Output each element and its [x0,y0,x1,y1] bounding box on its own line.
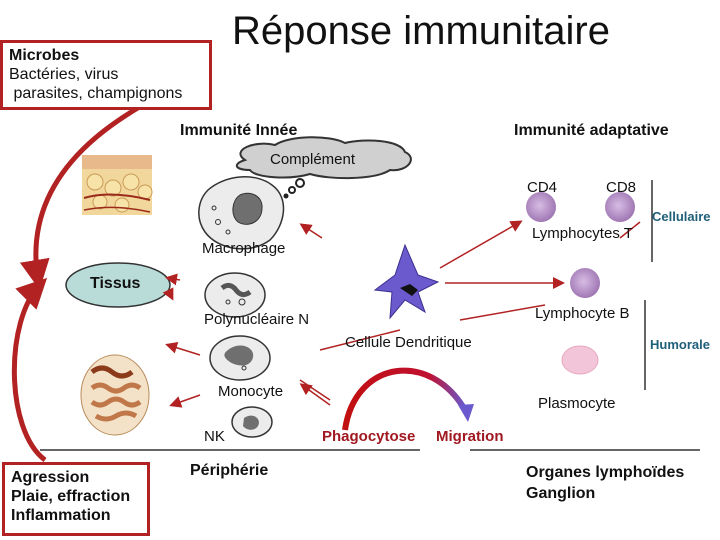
innate-immunity-label: Immunité Innée [180,122,298,139]
polynuclear-cell [204,272,266,318]
phagocytosis-arc [342,367,468,431]
b-to-dendritic-line [459,304,546,321]
plasmocyte-cell [561,345,599,375]
tissue-label: Tissus [90,275,141,292]
skin-tissue-image [82,155,153,215]
t-lymphocytes-label: Lymphocytes T [532,225,633,242]
cd4-lymphocyte [526,192,556,222]
microbes-heading: Microbes [9,47,80,64]
agression-heading: Agression [11,469,90,486]
arrow-tissue-down [162,287,174,301]
monocyte-to-nk-line [299,379,331,401]
complement-cloud [235,136,412,180]
microbes-box: Microbes Bactéries, virus parasites, cha… [0,40,212,110]
agression-line: Inflammation [11,507,111,525]
page-title: Réponse immunitaire [232,9,610,53]
cd4-label: CD4 [527,179,558,196]
complement-bubble [283,193,289,199]
b-lymphocyte [570,268,600,298]
cd8-lymphocyte [605,192,635,222]
t-to-cd8-line [619,221,641,239]
nk-cell [231,406,273,438]
agression-box: Agression Plaie, effraction Inflammation [2,462,150,536]
arrow-to-macrophage [299,223,323,239]
arrow-to-tissue [165,273,181,286]
lymphoid-organs-label: Organes lymphoïdes [526,464,685,481]
adaptive-immunity-label: Immunité adaptative [514,122,669,139]
migration-arrowhead [458,404,474,422]
plasmocyte-label: Plasmocyte [538,395,616,412]
dendritic-cell-label: Cellule Dendritique [345,334,472,351]
arrow-to-t-lymphocytes [439,220,523,269]
dendritic-to-monocyte-line [319,329,401,351]
monocyte-label: Monocyte [218,383,284,400]
periphery-label: Périphérie [190,462,269,479]
dendritic-cell [373,243,440,320]
arrow-to-gut [165,341,201,356]
intestine-image [80,354,150,436]
complement-bubble [295,178,305,188]
complement-label: Complément [270,151,356,168]
b-lymphocyte-label: Lymphocyte B [535,305,630,322]
macrophage-label: Macrophage [202,240,286,257]
complement-bubble [288,186,296,194]
arrow-to-gut-lower [169,394,201,408]
arrow-monocyte [299,383,331,406]
ganglion-label: Ganglion [526,485,596,502]
cd8-label: CD8 [606,179,637,196]
phagocytosis-label: Phagocytose [322,428,416,445]
microbes-line: parasites, champignons [9,85,183,103]
nk-label: NK [204,428,225,445]
macrophage-cell [198,176,285,250]
migration-label: Migration [436,428,504,445]
agression-line: Plaie, effraction [11,488,131,506]
monocyte-cell [209,335,271,381]
cellular-label: Cellulaire [652,209,711,224]
microbes-line: Bactéries, virus [9,66,119,84]
polynuclear-label: Polynucléaire N [204,311,310,328]
humoral-label: Humorale [650,337,710,352]
agression-to-tissue-arrow [11,277,48,462]
